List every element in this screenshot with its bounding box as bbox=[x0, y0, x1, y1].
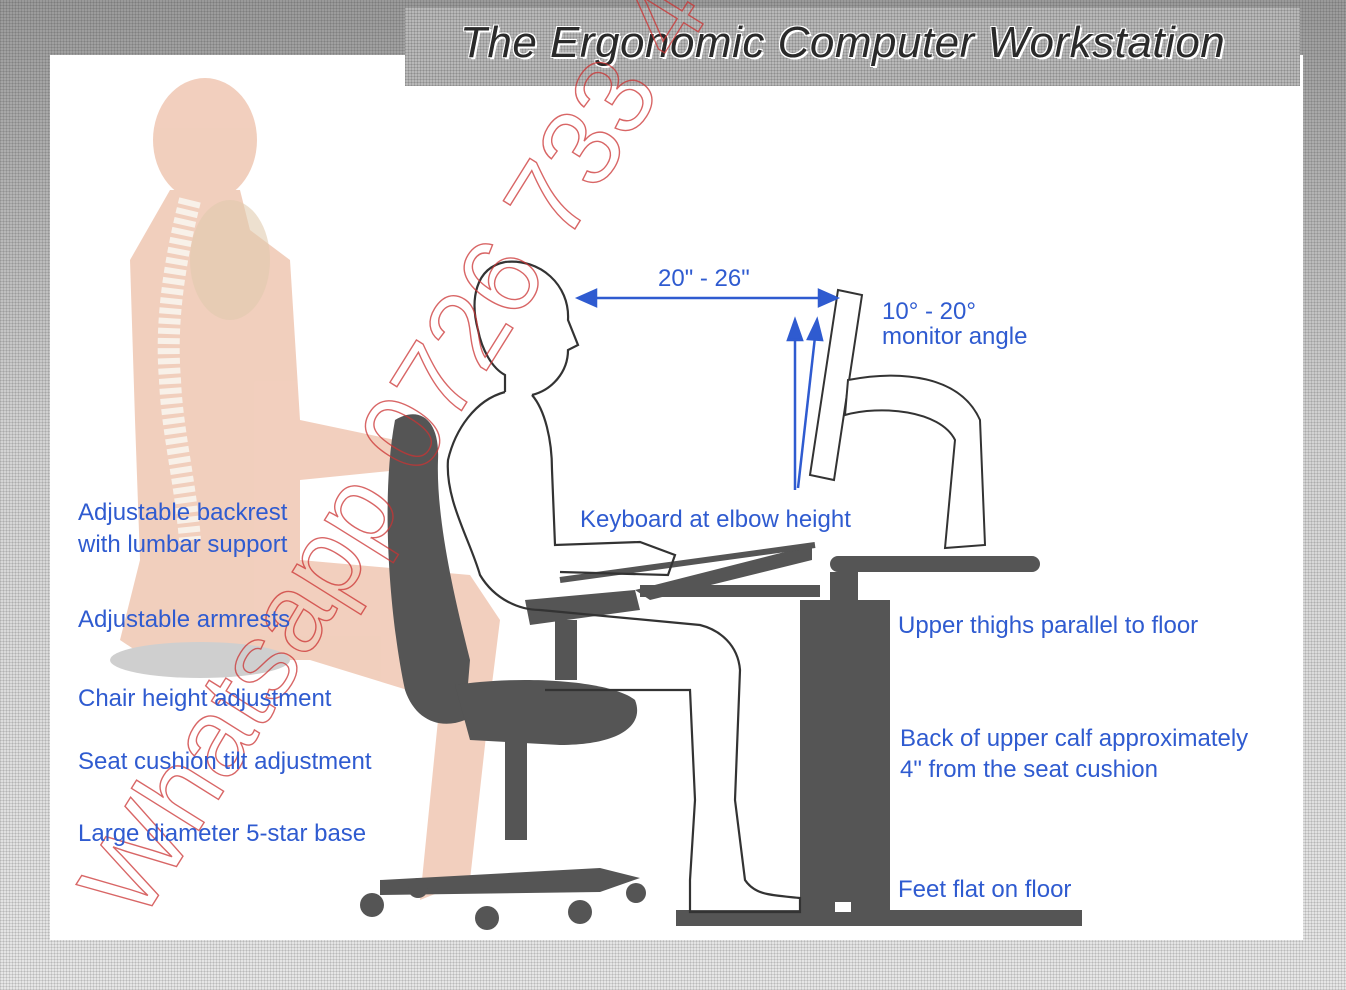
monitor-angle-label-2: monitor angle bbox=[882, 323, 1028, 350]
viewing-distance-arrow bbox=[574, 288, 841, 308]
chair-height-label: Chair height adjustment bbox=[78, 685, 332, 712]
keyboard-label: Keyboard at elbow height bbox=[580, 506, 851, 533]
feet-label: Feet flat on floor bbox=[898, 876, 1072, 903]
spine-figure bbox=[110, 78, 500, 900]
backrest-label-2: with lumbar support bbox=[78, 531, 288, 558]
monitor-angle-label-1: 10° - 20° bbox=[882, 298, 976, 325]
seat-tilt-label: Seat cushion tilt adjustment bbox=[78, 748, 372, 775]
desk bbox=[676, 556, 1082, 926]
title-bar bbox=[405, 8, 1300, 86]
page-title: The Ergonomic Computer Workstation bbox=[460, 18, 1226, 67]
armrests-label: Adjustable armrests bbox=[78, 606, 291, 633]
thighs-label: Upper thighs parallel to floor bbox=[898, 612, 1199, 639]
calf-label-2: 4" from the seat cushion bbox=[900, 756, 1158, 783]
calf-label-1: Back of upper calf approximately bbox=[900, 725, 1249, 752]
seated-person-outline bbox=[446, 260, 802, 914]
office-chair bbox=[360, 414, 646, 930]
base-label: Large diameter 5-star base bbox=[78, 820, 367, 847]
monitor bbox=[808, 288, 987, 550]
monitor-angle-arrows bbox=[786, 316, 824, 490]
viewing-distance-label: 20" - 26" bbox=[658, 265, 750, 292]
backrest-label-1: Adjustable backrest bbox=[78, 499, 288, 526]
